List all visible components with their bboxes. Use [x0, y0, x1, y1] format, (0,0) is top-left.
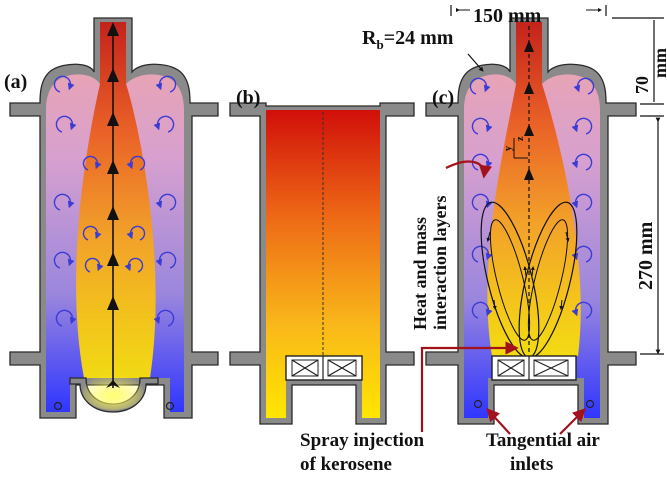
- air-label-line1: Tangential air: [486, 430, 600, 451]
- axis-y-label: y: [503, 146, 514, 151]
- panel-a-label: (a): [4, 71, 27, 93]
- spray-label-line1: Spray injection: [300, 430, 424, 451]
- panel-c-flame: [487, 22, 581, 356]
- panel-a-swirls: [53, 75, 177, 327]
- panel-c-swirler: [491, 355, 577, 381]
- panel-c-inlet-hole-right: [585, 399, 595, 409]
- air-callout-arrow-left: [486, 408, 511, 435]
- chamber-height-dimension-label: 270 mm: [635, 221, 657, 290]
- panel-b-swirler: [285, 355, 363, 381]
- panel-a-inlet-hole-right: [165, 401, 175, 411]
- panel-c-swirls: [469, 77, 595, 319]
- top-height-dimension-label: 70: [632, 76, 652, 94]
- panel-a-axis-arrows: [106, 22, 120, 388]
- width-dimension-label: 150 mm: [473, 5, 542, 27]
- radius-dimension-label: Rb=24 mm: [362, 27, 454, 52]
- panel-c: y z (c): [425, 17, 637, 425]
- layers-label-line2: interaction layers: [430, 196, 450, 330]
- panel-a-flame: [76, 22, 156, 378]
- panel-c-label: (c): [432, 87, 454, 109]
- panel-a-inlet-hole-left: [53, 401, 63, 411]
- layers-label-line1: Heat and mass: [410, 217, 430, 330]
- air-callout-arrow-right: [559, 408, 586, 435]
- top-height-unit-label: mm: [650, 48, 667, 78]
- layers-callout-arrow: [445, 160, 493, 179]
- spray-label-line2: of kerosene: [300, 454, 392, 475]
- panel-c-axis-arrows: [524, 40, 534, 180]
- radius-pointer-arrow: [467, 53, 484, 72]
- panel-c-inlet-hole-left: [473, 399, 483, 409]
- panel-c-local-axes: y z: [503, 136, 528, 159]
- panel-a-cup-glow: [83, 374, 143, 410]
- axis-z-label: z: [515, 136, 526, 141]
- panel-b-label: (b): [236, 87, 260, 109]
- panel-b: (b): [229, 87, 415, 425]
- spray-callout-arrow: [420, 341, 519, 432]
- callouts: Heat and mass interaction layers Spray i…: [300, 160, 600, 475]
- air-label-line2: inlets: [510, 454, 553, 475]
- panel-a: (a): [4, 17, 219, 419]
- dimensions: 150 mm Rb=24 mm 70 mm 270 mm: [362, 5, 667, 355]
